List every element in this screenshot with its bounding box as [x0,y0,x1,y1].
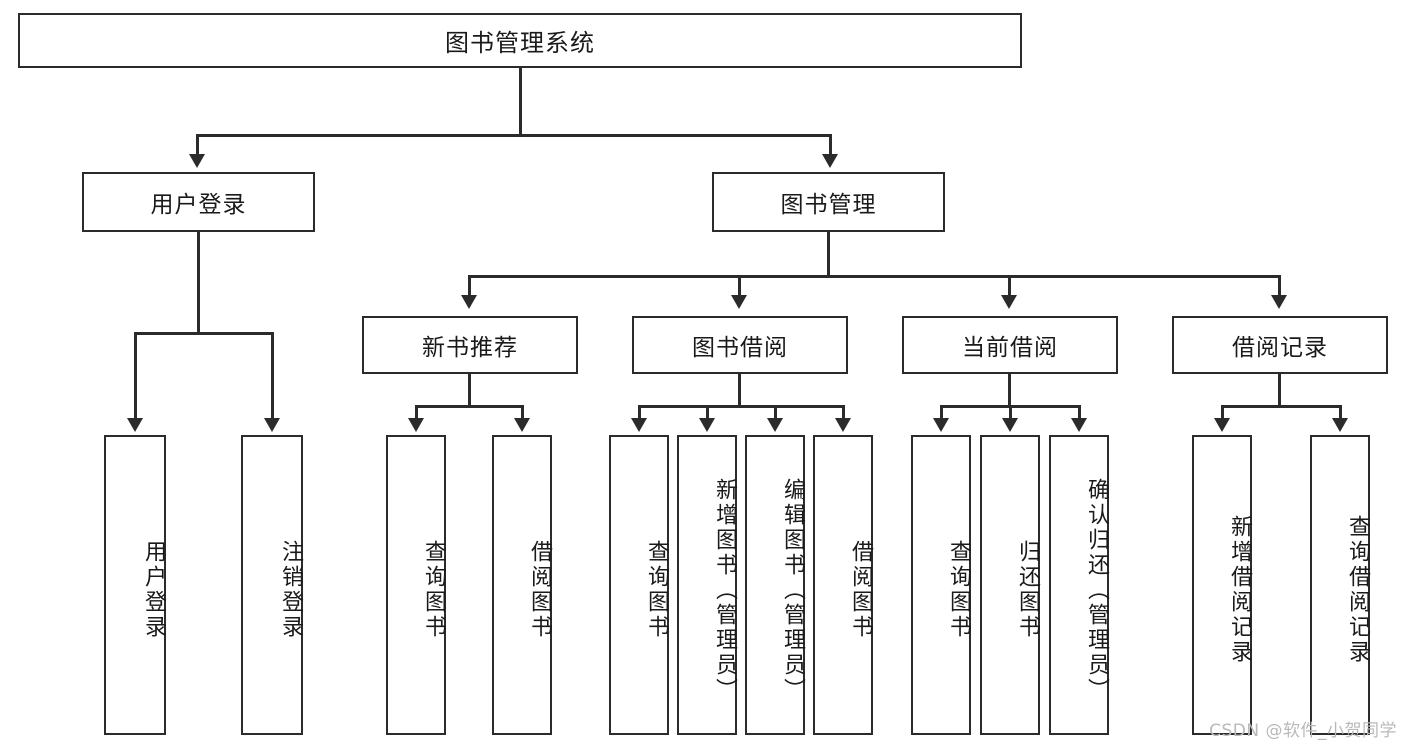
leaf-label: 查询借阅记录 [1345,515,1370,665]
leaf-label: 注销登录 [278,540,303,640]
node-current-borrow[interactable]: 当前借阅 [902,316,1118,374]
arrowhead-new-book-recommend [461,295,477,309]
node-book-borrow[interactable]: 图书借阅 [632,316,848,374]
leaf-bb-borrow-book[interactable]: 借阅图书 [813,435,873,735]
arrowhead-bb-leaf-3 [767,418,783,432]
connector-user-login-rail [134,332,274,335]
leaf-label: 编辑图书（管理员） [780,477,805,703]
connector-bb-to-leaf-4 [842,405,845,420]
leaf-cb-query-book[interactable]: 查询图书 [911,435,971,735]
leaf-bb-add-book[interactable]: 新增图书（管理员） [677,435,737,735]
node-label: 借阅记录 [1232,335,1328,361]
arrowhead-br-leaf-1 [1214,418,1230,432]
arrowhead-bb-leaf-4 [835,418,851,432]
connector-cb-stem [1008,374,1011,407]
leaf-label: 查询图书 [421,540,446,640]
node-borrow-record[interactable]: 借阅记录 [1172,316,1388,374]
connector-br-rail [1221,405,1341,408]
connector-cb-to-leaf-3 [1078,405,1081,420]
connector-br-stem [1278,374,1281,407]
arrowhead-nbr-leaf-2 [514,418,530,432]
connector-user-login-to-leaf-2 [271,332,274,420]
node-label: 图书借阅 [692,335,788,361]
connector-root-to-book-manage [829,134,832,156]
connector-cb-to-leaf-2 [1009,405,1012,420]
arrowhead-user-login-leaf-1 [127,418,143,432]
connector-root-stem [519,68,522,136]
arrowhead-borrow-record [1271,295,1287,309]
leaf-label: 查询图书 [644,540,669,640]
leaf-user-logout[interactable]: 注销登录 [241,435,303,735]
leaf-br-add-record[interactable]: 新增借阅记录 [1192,435,1252,735]
connector-nbr-to-leaf-2 [521,405,524,420]
leaf-label: 借阅图书 [527,540,552,640]
node-label: 当前借阅 [962,335,1058,361]
arrowhead-bb-leaf-1 [631,418,647,432]
connector-to-new-book-recommend [468,275,471,297]
leaf-label: 借阅图书 [848,540,873,640]
node-new-book-recommend[interactable]: 新书推荐 [362,316,578,374]
arrowhead-cb-leaf-1 [933,418,949,432]
arrowhead-book-borrow [731,295,747,309]
node-root-book-management-system[interactable]: 图书管理系统 [18,13,1022,68]
connector-bb-to-leaf-2 [706,405,709,420]
watermark: CSDN @软件_小贺同学 [1209,721,1397,741]
leaf-bb-query-book[interactable]: 查询图书 [609,435,669,735]
node-label: 新书推荐 [422,335,518,361]
connector-book-manage-rail [468,275,1280,278]
connector-book-manage-stem [827,232,830,277]
leaf-label: 新增图书（管理员） [712,477,737,703]
connector-br-to-leaf-1 [1221,405,1224,420]
connector-user-login-to-leaf-1 [134,332,137,420]
connector-bb-to-leaf-1 [638,405,641,420]
connector-bb-rail [638,405,844,408]
leaf-label: 确认归还（管理员） [1084,477,1109,703]
leaf-nbr-query-book[interactable]: 查询图书 [386,435,446,735]
connector-user-login-stem [197,232,200,334]
leaf-user-login[interactable]: 用户登录 [104,435,166,735]
connector-nbr-stem [468,374,471,407]
node-label: 用户登录 [150,192,247,218]
connector-bb-to-leaf-3 [774,405,777,420]
arrowhead-nbr-leaf-1 [408,418,424,432]
leaf-label: 查询图书 [946,540,971,640]
leaf-br-query-record[interactable]: 查询借阅记录 [1310,435,1370,735]
connector-bb-stem [738,374,741,407]
connector-root-to-user-login [196,134,199,156]
node-book-manage[interactable]: 图书管理 [712,172,945,232]
connector-to-book-borrow [738,275,741,297]
leaf-cb-return-book[interactable]: 归还图书 [980,435,1040,735]
arrowhead-root-to-user-login [189,154,205,168]
connector-to-current-borrow [1008,275,1011,297]
leaf-nbr-borrow-book[interactable]: 借阅图书 [492,435,552,735]
leaf-bb-edit-book[interactable]: 编辑图书（管理员） [745,435,805,735]
connector-br-to-leaf-2 [1339,405,1342,420]
arrowhead-br-leaf-2 [1332,418,1348,432]
arrowhead-user-login-leaf-2 [264,418,280,432]
arrowhead-current-borrow [1001,295,1017,309]
connector-nbr-rail [415,405,523,408]
arrowhead-cb-leaf-3 [1071,418,1087,432]
leaf-label: 归还图书 [1015,540,1040,640]
arrowhead-cb-leaf-2 [1002,418,1018,432]
connector-cb-to-leaf-1 [940,405,943,420]
connector-to-borrow-record [1278,275,1281,297]
arrowhead-root-to-book-manage [822,154,838,168]
node-label: 图书管理 [780,192,877,218]
leaf-label: 新增借阅记录 [1227,515,1252,665]
leaf-cb-confirm-return[interactable]: 确认归还（管理员） [1049,435,1109,735]
node-user-login[interactable]: 用户登录 [82,172,315,232]
connector-nbr-to-leaf-1 [415,405,418,420]
arrowhead-bb-leaf-2 [699,418,715,432]
node-label: 图书管理系统 [445,29,595,57]
connector-root-rail [196,134,832,137]
leaf-label: 用户登录 [141,540,166,640]
